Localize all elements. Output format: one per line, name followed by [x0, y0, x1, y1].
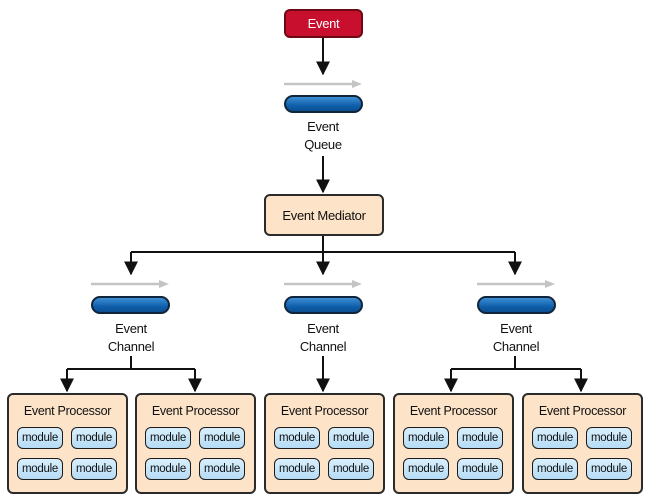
event-channel-caption: Event Channel: [76, 320, 186, 356]
event-processor-box: Event Processor module module module mod…: [264, 393, 385, 494]
flow-arrow-icon: [284, 80, 362, 88]
module-box: module: [586, 427, 632, 449]
event-box: Event: [284, 9, 363, 38]
event-processor-box: Event Processor module module module mod…: [7, 393, 128, 494]
event-channel-caption-line2: Channel: [492, 339, 540, 354]
module-box: module: [586, 458, 632, 480]
module-box: module: [403, 427, 449, 449]
module-box: module: [328, 427, 374, 449]
module-box: module: [457, 458, 503, 480]
event-channel-caption-line1: Event: [307, 321, 339, 336]
event-processor-title: Event Processor: [538, 404, 627, 418]
module-box: module: [457, 427, 503, 449]
event-processor-title: Event Processor: [151, 404, 240, 418]
event-label: Event: [307, 16, 340, 31]
event-channel-caption-line1: Event: [115, 321, 147, 336]
event-queue-caption-line1: Event: [307, 119, 339, 134]
flow-arrow-icon: [284, 280, 362, 288]
event-mediator-box: Event Mediator: [264, 194, 384, 236]
event-processor-title: Event Processor: [23, 404, 112, 418]
module-box: module: [274, 458, 320, 480]
event-channel-caption: Event Channel: [268, 320, 378, 356]
event-queue-pipe: [284, 95, 363, 113]
module-box: module: [199, 458, 245, 480]
event-processor-box: Event Processor module module module mod…: [522, 393, 643, 494]
event-processor-title: Event Processor: [409, 404, 498, 418]
module-box: module: [199, 427, 245, 449]
event-channel-caption-line2: Channel: [107, 339, 155, 354]
event-channel-pipe: [477, 296, 556, 314]
event-processor-box: Event Processor module module module mod…: [135, 393, 256, 494]
event-channel-pipe: [91, 296, 170, 314]
event-processor-box: Event Processor module module module mod…: [393, 393, 514, 494]
flow-arrow-icon: [91, 280, 169, 288]
module-box: module: [532, 427, 578, 449]
event-channel-caption-line1: Event: [500, 321, 532, 336]
module-box: module: [145, 427, 191, 449]
event-channel-caption-line2: Channel: [299, 339, 347, 354]
module-box: module: [71, 458, 117, 480]
module-box: module: [403, 458, 449, 480]
module-box: module: [532, 458, 578, 480]
event-queue-caption-line2: Queue: [304, 137, 342, 152]
event-processor-title: Event Processor: [280, 404, 369, 418]
event-mediator-label: Event Mediator: [282, 207, 366, 223]
module-box: module: [17, 458, 63, 480]
module-box: module: [145, 458, 191, 480]
event-channel-pipe: [284, 296, 363, 314]
event-queue-caption: Event Queue: [268, 118, 378, 154]
module-box: module: [328, 458, 374, 480]
module-box: module: [17, 427, 63, 449]
module-box: module: [71, 427, 117, 449]
flow-arrow-icon: [477, 280, 555, 288]
event-channel-caption: Event Channel: [461, 320, 571, 356]
module-box: module: [274, 427, 320, 449]
